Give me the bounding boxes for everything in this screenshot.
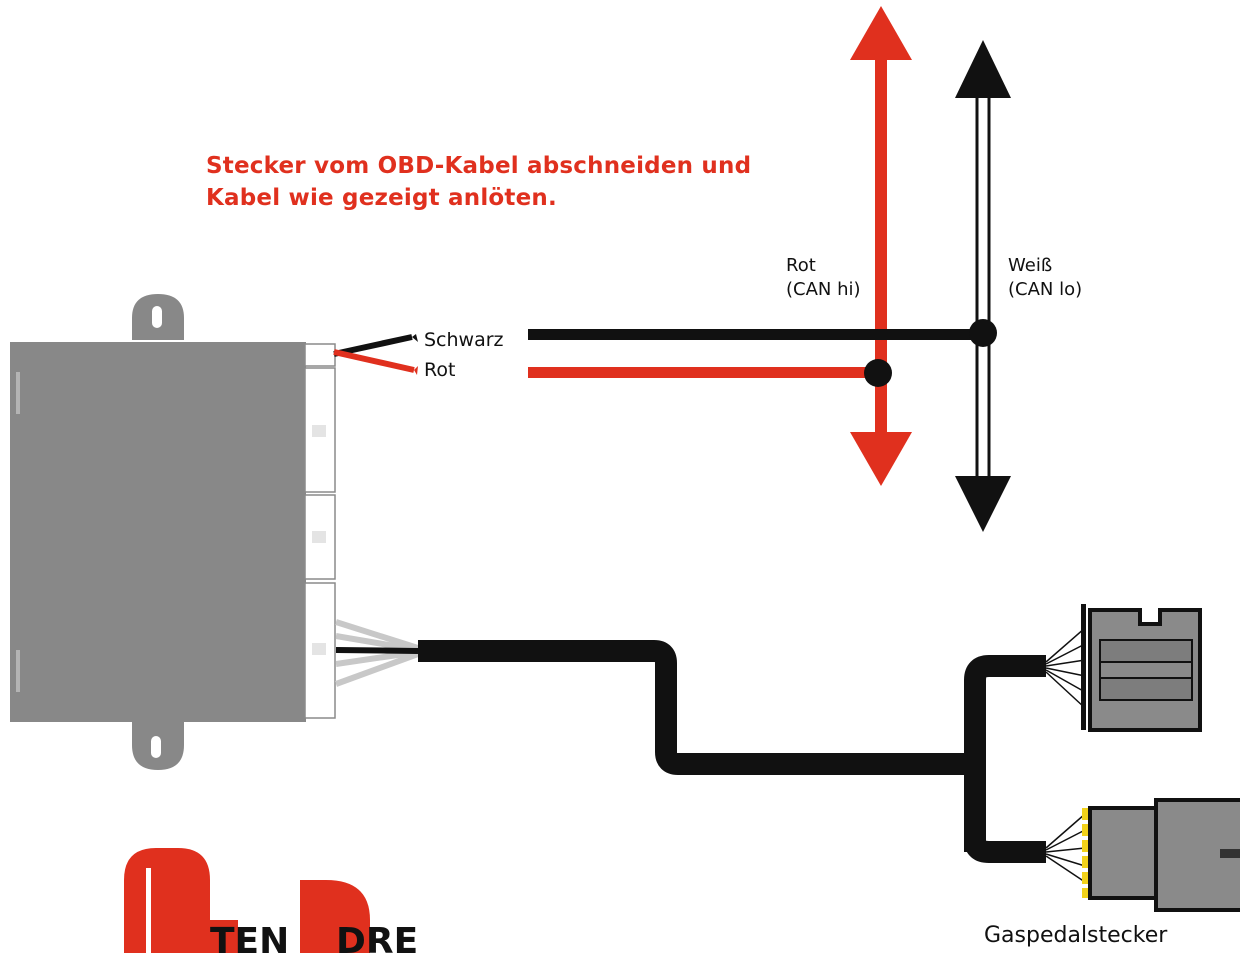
can-lo-color: Weiß	[1008, 255, 1053, 276]
module-leads	[333, 334, 418, 375]
svg-text:TEN: TEN	[210, 921, 289, 953]
can-lo-label: Weiß (CAN lo)	[1008, 254, 1082, 302]
black-wire	[528, 329, 984, 340]
can-lo-arrow-up	[955, 40, 1011, 98]
module-body	[10, 342, 306, 722]
connector-pins	[1082, 808, 1090, 898]
lower-connector	[1045, 798, 1240, 912]
can-hi-bus	[850, 6, 912, 486]
can-lo-bus	[955, 40, 1011, 532]
instruction-line-2: Kabel wie gezeigt anlöten.	[206, 185, 557, 211]
can-hi-color: Rot	[786, 255, 816, 276]
black-wire-label: Schwarz	[424, 329, 504, 351]
upper-connector	[1045, 604, 1202, 732]
instruction-text: Stecker vom OBD-Kabel abschneiden und Ka…	[206, 150, 866, 214]
can-hi-label: Rot (CAN hi)	[786, 254, 861, 302]
svg-text:DRE: DRE	[336, 921, 418, 953]
harness-fan	[334, 619, 420, 687]
can-hi-arrow-down	[850, 432, 912, 486]
can-lo-signal: (CAN lo)	[1008, 279, 1083, 300]
red-wire	[528, 367, 880, 378]
can-hi-arrow-up	[850, 6, 912, 60]
pedal-connector-label: Gaspedalstecker	[984, 923, 1168, 948]
instruction-line-1: Stecker vom OBD-Kabel abschneiden und	[206, 153, 752, 179]
brand-logo: TEN DRE	[124, 848, 418, 953]
main-harness-cable	[418, 640, 975, 775]
solder-joint-black	[969, 319, 997, 347]
can-hi-signal: (CAN hi)	[786, 279, 861, 300]
can-lo-arrow-down	[955, 476, 1011, 532]
control-module	[10, 294, 336, 770]
solder-joint-red	[864, 359, 892, 387]
red-wire-label: Rot	[424, 359, 456, 381]
